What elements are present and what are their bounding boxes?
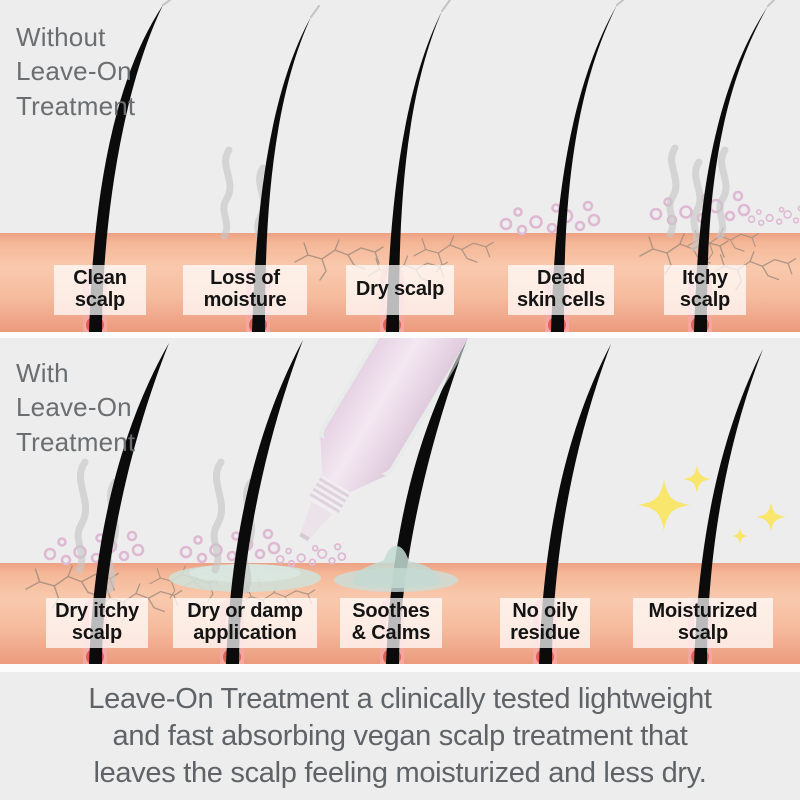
label-no-oily-residue: No oily residue [500, 598, 590, 648]
label-soothes-calms: Soothes & Calms [340, 598, 442, 648]
product-description: Leave-On Treatment a clinically tested l… [88, 683, 712, 789]
label-loss-of-moisture: Loss of moisture [183, 265, 307, 315]
label-dry-itchy-scalp: Dry itchy scalp [46, 598, 148, 648]
label-clean-scalp: Clean scalp [54, 265, 146, 315]
label-moisturized-scalp: Moisturized scalp [633, 598, 773, 648]
label-dry-scalp: Dry scalp [346, 265, 454, 315]
label-itchy-scalp: Itchy scalp [664, 265, 746, 315]
label-dead-skin-cells: Dead skin cells [508, 265, 614, 315]
label-dry-or-damp: Dry or damp application [173, 598, 317, 648]
divider [0, 664, 800, 672]
section-title-without-treatment: Without Leave-On Treatment [16, 22, 136, 121]
gel-blob-icon [334, 546, 458, 592]
divider [0, 332, 800, 338]
treatment-tube-icon [299, 338, 479, 542]
section-title-with-treatment: With Leave-On Treatment [16, 358, 136, 457]
